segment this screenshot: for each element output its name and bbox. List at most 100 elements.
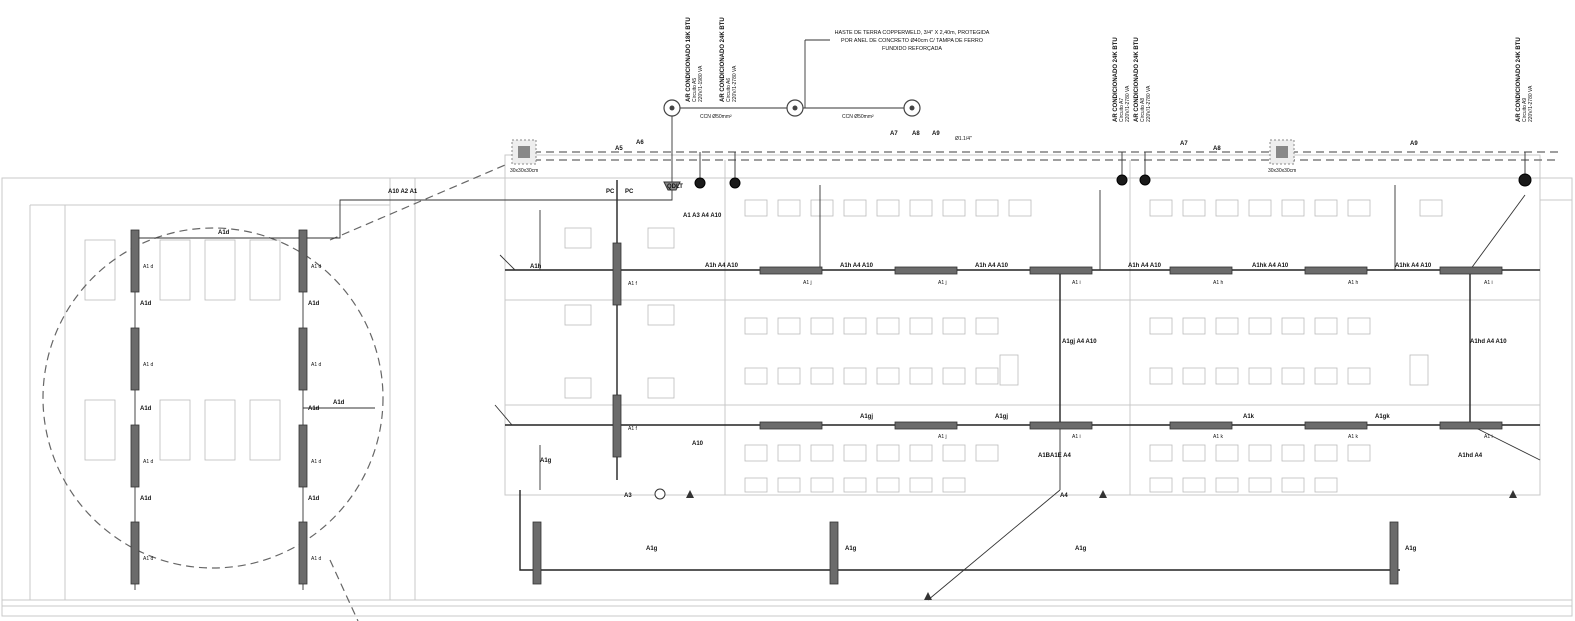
outlet-icon xyxy=(1509,490,1517,498)
inspection-boxes xyxy=(511,139,1295,165)
luminaire-icon xyxy=(130,327,140,391)
luminaire-label: A1 j xyxy=(938,280,947,286)
circuit-label: A1d xyxy=(308,496,320,502)
luminaire-icon xyxy=(612,242,622,306)
circuit-runs xyxy=(134,116,1541,601)
ground-note-line-3: FUNDIDO REFORÇADA xyxy=(882,46,942,52)
luminaire-label: A1 f xyxy=(628,426,638,432)
ccn-label: CCN Ø50mm² xyxy=(842,114,874,120)
luminaire-icon xyxy=(759,266,823,275)
luminaire-label: A1 i xyxy=(1072,434,1081,440)
luminaire-icon xyxy=(1169,421,1233,430)
qdlt-label: QDLT xyxy=(667,184,683,190)
circuit-label: A7 xyxy=(1180,141,1188,147)
ac-unit-detail: 220V/1-2780 VA xyxy=(732,65,738,102)
ground-note-line-1: HASTE DE TERRA COPPERWELD, 3/4" X 2,40m,… xyxy=(835,30,990,36)
ac-unit-icon xyxy=(1518,173,1532,187)
circuit-label: A8 xyxy=(1213,146,1221,152)
luminaire-label: A1 k xyxy=(1348,434,1359,440)
circuit-label: A1hk A4 A10 xyxy=(1252,263,1289,269)
circuit-label: A1gk xyxy=(1375,414,1390,420)
circuit-label: A10 A2 A1 xyxy=(388,189,418,195)
luminaire-icon xyxy=(130,424,140,488)
building-walls xyxy=(1,154,1573,617)
luminaire-label: A1 f xyxy=(628,281,638,287)
ground-rods xyxy=(663,99,921,117)
circuit-label: A1d xyxy=(308,406,320,412)
circuit-label: A1g xyxy=(1075,546,1087,552)
ac-unit-icon xyxy=(694,177,706,189)
ac-unit-title: AR CONDICIONADO 24K BTU xyxy=(1113,37,1119,122)
ac-unit-detail: 220V/1-1980 VA xyxy=(698,65,704,102)
ac-units xyxy=(694,173,1532,189)
circuit-label: A1h A4 A10 xyxy=(705,263,739,269)
luminaire-label: A1 k xyxy=(1213,434,1224,440)
circuit-label: A1gj A4 A10 xyxy=(1062,339,1097,345)
circuit-labels: A5 A6 A7 A8 A9 A7 A8 A9 A10 A2 A1 A1 A3 … xyxy=(140,131,1507,552)
ac-unit-detail: 220V/1-2780 VA xyxy=(1146,85,1152,122)
ac-unit-detail: Circuito A9 xyxy=(1522,98,1528,122)
luminaire-label: A1 h xyxy=(1213,280,1224,286)
luminaire-label: A1 d xyxy=(143,556,154,562)
luminaire-icon xyxy=(1439,266,1503,275)
luminaire-icon xyxy=(894,266,958,275)
circuit-label: A1d xyxy=(140,496,152,502)
luminaire-label: A1 d xyxy=(311,459,322,465)
luminaire-icon xyxy=(130,229,140,293)
outlet-icon xyxy=(1099,490,1107,498)
luminaire-icon xyxy=(1304,266,1368,275)
detail-circle xyxy=(42,164,506,621)
circuit-label: PC xyxy=(625,189,634,195)
circuit-label: A1gj xyxy=(995,414,1008,420)
ac-unit-title: AR CONDICIONADO 24K BTU xyxy=(1134,37,1140,122)
luminaire-label: A1 d xyxy=(311,556,322,562)
ac-unit-detail: Circuito A5 xyxy=(692,78,698,102)
circuit-label: A1g xyxy=(1405,546,1417,552)
circuit-label: A1BA1E A4 xyxy=(1038,453,1071,459)
circuit-label: A1k xyxy=(1243,414,1255,420)
ac-unit-detail: Circuito A7 xyxy=(1119,98,1125,122)
circuit-label: A6 xyxy=(636,140,644,146)
circuit-label: A1gj xyxy=(860,414,873,420)
luminaires xyxy=(130,229,1503,585)
ac-unit-icon xyxy=(1139,174,1151,186)
outlet-icon xyxy=(924,592,932,600)
luminaire-label: A1 i xyxy=(1484,280,1493,286)
luminaire-icon xyxy=(1169,266,1233,275)
circuit-label: A5 xyxy=(615,146,623,152)
circuit-label: A9 xyxy=(1410,141,1418,147)
circuit-label: A8 xyxy=(912,131,920,137)
luminaire-label: A1 j xyxy=(938,434,947,440)
box-label: 30x30x30cm xyxy=(1268,168,1296,174)
luminaire-icon xyxy=(1439,421,1503,430)
circuit-label: A10 xyxy=(692,441,704,447)
grounding-conduit xyxy=(520,39,1560,161)
luminaire-icon xyxy=(130,521,140,585)
circuit-label: A9 xyxy=(932,131,940,137)
circuit-label: A1g xyxy=(540,458,552,464)
circuit-label: A1g xyxy=(646,546,658,552)
ac-unit-title: AR CONDICIONADO 24K BTU xyxy=(1516,37,1522,122)
luminaire-icon xyxy=(1304,421,1368,430)
circuit-label: A1hd A4 A10 xyxy=(1470,339,1507,345)
luminaire-label: A1 h xyxy=(1348,280,1359,286)
ac-unit-detail: Circuito A8 xyxy=(1140,98,1146,122)
luminaire-label: A1 d xyxy=(143,459,154,465)
box-label: 30x30x30cm xyxy=(510,168,538,174)
circuit-label: A1d xyxy=(333,400,345,406)
luminaire-icon xyxy=(829,521,839,585)
ac-unit-title: AR CONDICIONADO 24K BTU xyxy=(720,17,726,102)
luminaire-label: A1 j xyxy=(803,280,812,286)
circuit-label: A1h A4 A10 xyxy=(840,263,874,269)
cable-labels: CCN Ø50mm² CCN Ø50mm² 30x30x30cm 30x30x3… xyxy=(510,114,1296,190)
outlets xyxy=(654,488,1517,600)
luminaire-label: A1 d xyxy=(311,264,322,270)
conduit-label: Ø1.1/4" xyxy=(955,136,972,142)
luminaire-label: A1 d xyxy=(311,362,322,368)
circuit-label: A7 xyxy=(890,131,898,137)
luminaire-icon xyxy=(532,521,542,585)
ac-unit-icon xyxy=(1116,174,1128,186)
luminaire-label: A1 i xyxy=(1484,434,1493,440)
luminaire-label: A1 d xyxy=(143,362,154,368)
